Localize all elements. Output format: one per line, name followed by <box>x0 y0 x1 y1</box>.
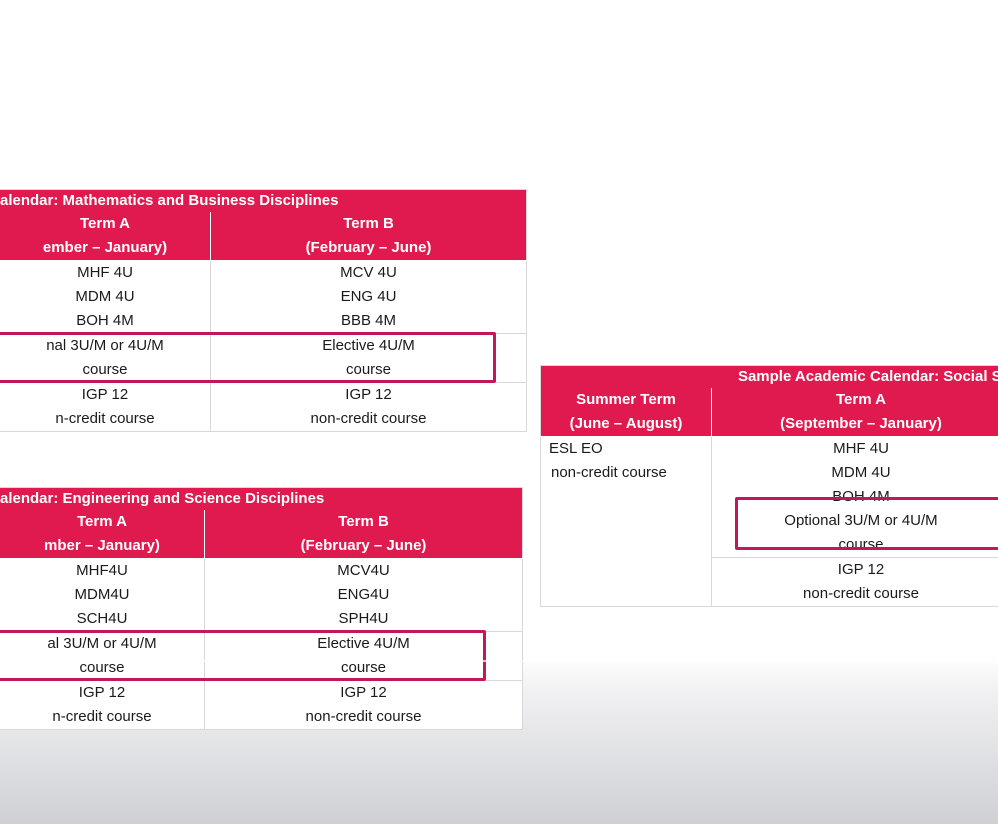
course-cell: MHF 4U <box>711 436 998 461</box>
divider <box>0 660 998 662</box>
term-a-dates: (September – January) <box>711 412 998 437</box>
course-cell: course <box>711 533 998 558</box>
course-cell: SCH4U <box>76 610 128 627</box>
term-a-dates: mber – January) <box>0 534 205 559</box>
course-cell: Optional 3U/M or 4U/M <box>711 509 998 533</box>
course-cell: non-credit course <box>551 464 667 481</box>
table-row: SCH4U SPH4U <box>0 607 523 632</box>
course-cell: ENG4U <box>203 583 523 607</box>
table-row: n-credit course non-credit course <box>0 705 523 730</box>
table-row: course course <box>0 358 527 383</box>
course-cell: ENG 4U <box>209 285 527 309</box>
term-a-dates: ember – January) <box>0 236 211 261</box>
term-b-header: Term B <box>209 212 527 236</box>
course-cell: IGP 12 <box>711 557 998 582</box>
course-cell: MDM4U <box>74 586 130 603</box>
term-a-header: Term A <box>0 510 205 534</box>
math-business-calendar-table: alendar: Mathematics and Business Discip… <box>0 189 528 432</box>
course-cell: MCV 4U <box>209 260 527 285</box>
course-cell: course <box>209 358 527 383</box>
table-row: MHF4U MCV4U <box>0 558 523 583</box>
table-row: course <box>541 533 998 558</box>
course-cell: BBB 4M <box>209 309 527 334</box>
table-row: IGP 12 <box>541 557 998 583</box>
table-row: ESL EO MHF 4U <box>541 436 998 461</box>
course-cell: MDM 4U <box>75 288 135 305</box>
course-cell: course <box>79 659 125 676</box>
course-cell: non-credit course <box>711 582 998 607</box>
empty-cell <box>541 582 712 607</box>
term-b-dates: (February – June) <box>203 534 523 559</box>
course-cell: MHF 4U <box>77 264 133 281</box>
course-cell: SPH4U <box>203 607 523 632</box>
course-cell: IGP 12 <box>0 680 205 705</box>
empty-cell <box>541 509 712 533</box>
course-cell: ESL EO <box>549 440 603 457</box>
social-science-calendar-table: Sample Academic Calendar: Social Sc Summ… <box>540 365 998 607</box>
empty-cell <box>541 558 712 583</box>
course-cell: n-credit course <box>52 708 152 725</box>
course-cell: MCV4U <box>203 558 523 583</box>
course-cell: BOH 4M <box>76 312 134 329</box>
term-a-header: Term A <box>0 212 211 236</box>
table-row: BOH 4M <box>541 485 998 509</box>
table-row: non-credit course MDM 4U <box>541 461 998 485</box>
table-row: MDM 4U ENG 4U <box>0 285 527 309</box>
course-cell: course <box>82 361 128 378</box>
table-row: BOH 4M BBB 4M <box>0 309 527 334</box>
course-cell: n-credit course <box>55 410 155 427</box>
course-cell: nal 3U/M or 4U/M <box>0 333 211 358</box>
table-row: non-credit course <box>541 582 998 607</box>
term-b-dates: (February – June) <box>209 236 527 261</box>
table-title: alendar: Engineering and Science Discipl… <box>0 487 523 510</box>
table-row: n-credit course non-credit course <box>0 407 527 432</box>
course-cell: IGP 12 <box>0 382 211 407</box>
term-b-header: Term B <box>203 510 523 534</box>
summer-term-header: Summer Term <box>540 388 712 412</box>
course-cell: al 3U/M or 4U/M <box>0 631 205 656</box>
table-row: MDM4U ENG4U <box>0 583 523 607</box>
course-cell: Elective 4U/M <box>209 333 527 358</box>
course-cell: IGP 12 <box>203 680 523 705</box>
course-cell: BOH 4M <box>711 485 998 509</box>
course-cell: Elective 4U/M <box>203 631 523 656</box>
engineering-science-calendar-table: alendar: Engineering and Science Discipl… <box>0 487 524 730</box>
course-cell: non-credit course <box>209 407 527 432</box>
term-a-header: Term A <box>711 388 998 412</box>
summer-term-dates: (June – August) <box>540 412 712 437</box>
course-cell: MHF4U <box>76 562 128 579</box>
course-cell: IGP 12 <box>209 382 527 407</box>
table-row: Optional 3U/M or 4U/M <box>541 509 998 533</box>
empty-cell <box>541 533 712 558</box>
table-title: Sample Academic Calendar: Social Sc <box>540 365 998 388</box>
course-cell: MDM 4U <box>711 461 998 485</box>
empty-cell <box>541 485 712 509</box>
table-row: MHF 4U MCV 4U <box>0 260 527 285</box>
table-title: alendar: Mathematics and Business Discip… <box>0 189 527 212</box>
course-cell: non-credit course <box>203 705 523 730</box>
